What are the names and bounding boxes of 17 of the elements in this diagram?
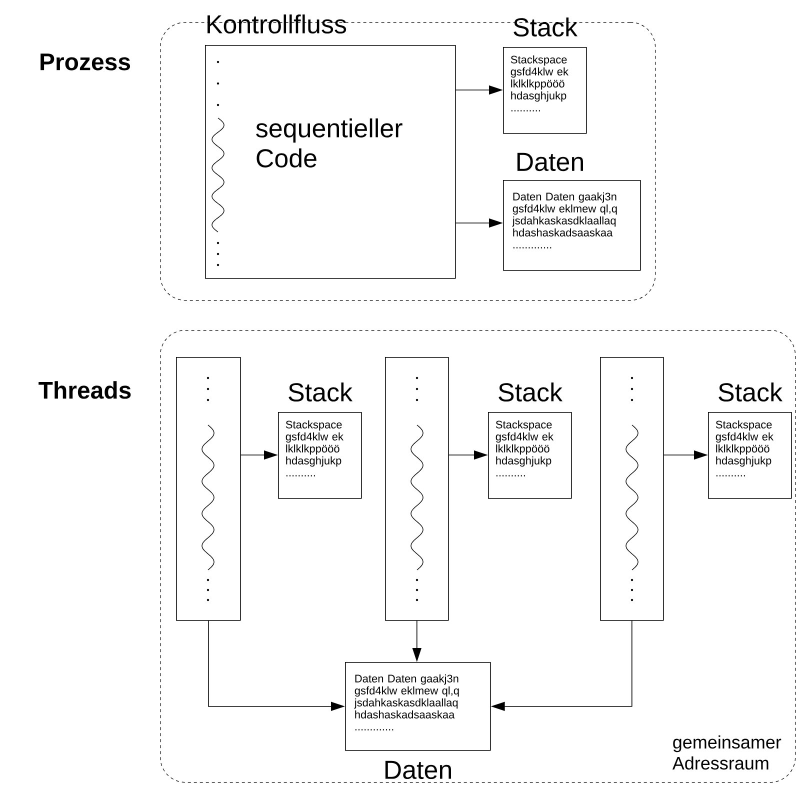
box: Stackspace gsfd4klw ek lklklkppööö hdasghjukp .......... — [503, 47, 587, 134]
section-label: Threads — [38, 381, 131, 399]
box: Stackspace gsfd4klw ek lklklkppööö hdasghjukp .......... — [488, 412, 572, 499]
box-heading: Stack — [288, 382, 353, 402]
box-heading: Stack — [718, 382, 783, 402]
section-label: Prozess — [40, 54, 130, 70]
box-heading: Kontrollfluss — [208, 14, 346, 34]
region-label: gemeinsamer Adressraum — [672, 735, 782, 770]
box: sequentieller Code — [205, 45, 456, 279]
box-heading: Stack — [498, 382, 563, 402]
box-heading: Daten — [517, 152, 583, 172]
box-heading: Stack — [514, 17, 578, 37]
box: Stackspace gsfd4klw ek lklklkppööö hdasghjukp .......... — [708, 412, 792, 499]
box: Stackspace gsfd4klw ek lklklkppööö hdasghjukp .......... — [278, 412, 362, 499]
box: Daten Daten gaakj3n gsfd4klw eklmew ql,q jsdahkaskasdklaallaq hdashaskadsaaskaa ............. — [345, 662, 491, 751]
box: Daten Daten gaakj3n gsfd4klw eklmew ql,q jsdahkaskasdklaallaq hdashaskadsaaskaa ............. — [503, 180, 641, 271]
box-heading: Daten — [385, 760, 451, 780]
